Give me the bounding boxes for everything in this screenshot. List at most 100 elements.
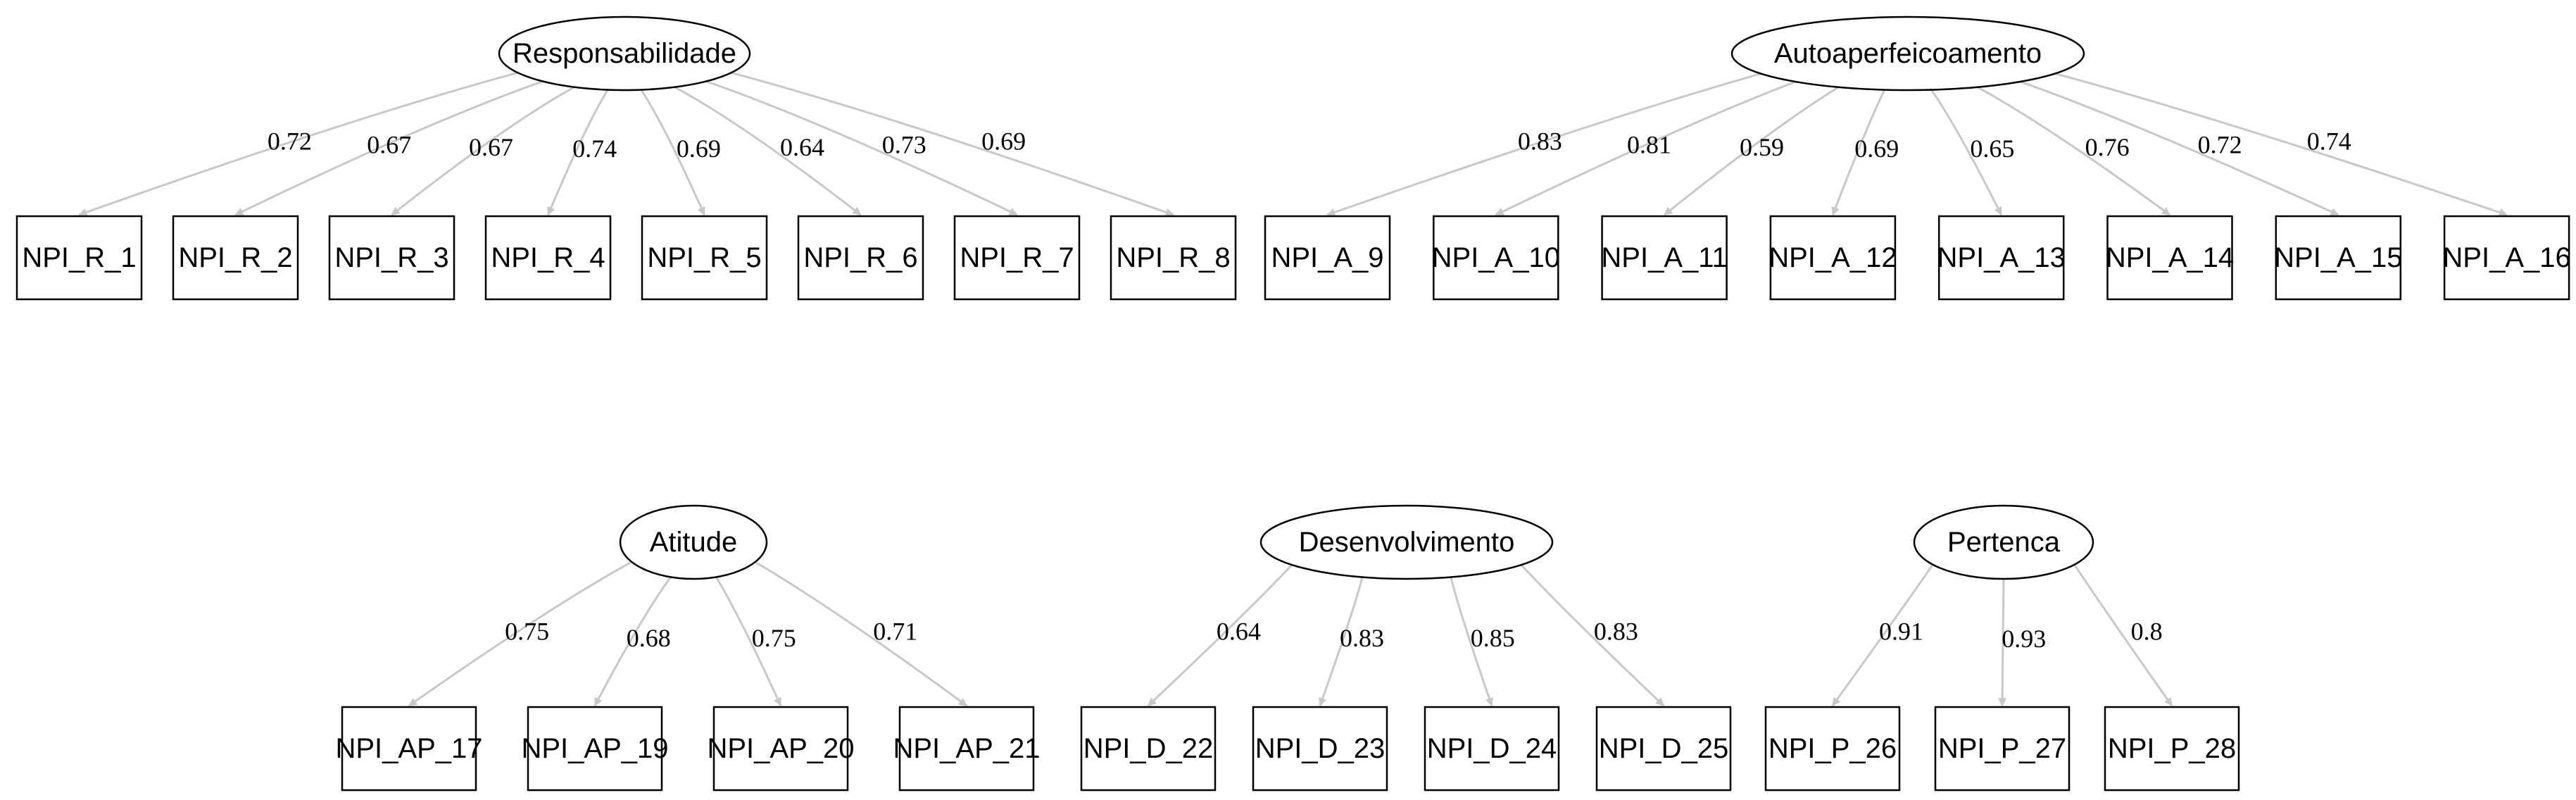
item-box-npi-r-3 xyxy=(328,215,455,301)
latent-label-pertenca: Pertenca xyxy=(1947,527,2061,558)
item-label-npi-d-23: NPI_D_23 xyxy=(1255,733,1386,764)
loading-path-npi-d-25 xyxy=(1514,557,1665,707)
latent-label-autoaperfeicoamento: Autoaperfeicoamento xyxy=(1774,38,2042,69)
latent-factors: Responsabilidade AutoaperfeicoamentoAtitu… xyxy=(498,15,2094,580)
latent-ellipse-autoaperfeicoamento xyxy=(1730,15,2085,92)
loading-path-npi-p-28 xyxy=(2068,557,2173,706)
item-box-npi-r-8 xyxy=(1110,215,1237,301)
loading-label-npi-a-16: 0.74 xyxy=(2307,127,2351,155)
latent-ellipse-responsabilidade xyxy=(498,15,751,92)
item-label-npi-p-27: NPI_P_27 xyxy=(1938,733,2066,764)
item-label-npi-ap-17: NPI_AP_17 xyxy=(335,733,482,764)
loading-label-npi-r-6: 0.64 xyxy=(780,133,824,161)
item-label-npi-r-4: NPI_R_4 xyxy=(491,242,605,273)
loading-label-npi-r-8: 0.69 xyxy=(981,127,1026,155)
loading-path-npi-a-11 xyxy=(1664,85,1842,216)
loading-path-npi-a-10 xyxy=(1495,77,1804,216)
item-box-npi-d-23 xyxy=(1252,706,1388,792)
loading-path-npi-r-6 xyxy=(672,85,862,216)
item-label-npi-r-6: NPI_R_6 xyxy=(803,242,917,273)
item-box-npi-r-6 xyxy=(797,215,924,301)
loading-label-npi-ap-20: 0.75 xyxy=(752,624,796,652)
loading-label-npi-a-10: 0.81 xyxy=(1627,130,1671,158)
loading-label-npi-a-14: 0.76 xyxy=(2085,133,2130,161)
item-box-npi-d-25 xyxy=(1595,706,1732,792)
item-label-npi-r-3: NPI_R_3 xyxy=(334,242,448,273)
loading-label-npi-ap-17: 0.75 xyxy=(505,617,549,645)
item-box-npi-ap-20 xyxy=(712,706,849,792)
loading-label-npi-r-1: 0.72 xyxy=(268,127,312,155)
item-box-npi-r-5 xyxy=(641,215,768,301)
loading-label-npi-p-27: 0.93 xyxy=(2002,625,2046,653)
item-label-npi-a-10: NPI_A_10 xyxy=(1432,242,1560,273)
item-box-npi-ap-19 xyxy=(527,706,663,792)
loading-path-npi-a-12 xyxy=(1831,89,1886,216)
item-label-npi-r-8: NPI_R_8 xyxy=(1116,242,1230,273)
item-box-npi-a-9 xyxy=(1264,215,1391,301)
item-box-npi-d-24 xyxy=(1424,706,1560,792)
latent-label-responsabilidade: Responsabilidade xyxy=(513,38,736,69)
loading-path-npi-a-16 xyxy=(2038,68,2508,217)
loading-path-npi-r-3 xyxy=(391,85,577,216)
loading-label-npi-d-23: 0.83 xyxy=(1340,624,1384,652)
loading-label-npi-a-9: 0.83 xyxy=(1518,127,1562,155)
loading-path-npi-ap-19 xyxy=(593,575,672,707)
loading-label-npi-r-4: 0.74 xyxy=(572,135,617,163)
loading-label-npi-a-15: 0.72 xyxy=(2198,130,2242,158)
item-box-npi-a-11 xyxy=(1601,215,1728,301)
item-label-npi-d-22: NPI_D_22 xyxy=(1083,733,1214,764)
item-label-npi-r-1: NPI_R_1 xyxy=(22,242,136,273)
loading-path-npi-r-1 xyxy=(78,68,532,217)
item-label-npi-r-5: NPI_R_5 xyxy=(647,242,761,273)
item-label-npi-d-24: NPI_D_24 xyxy=(1427,733,1557,764)
item-label-npi-a-15: NPI_A_15 xyxy=(2274,242,2402,273)
loading-label-npi-r-3: 0.67 xyxy=(469,133,513,161)
latent-ellipse-atitude xyxy=(619,504,768,580)
item-label-npi-d-25: NPI_D_25 xyxy=(1599,733,1729,764)
item-box-npi-a-14 xyxy=(2106,215,2233,301)
item-box-npi-a-10 xyxy=(1433,215,1559,301)
latent-label-atitude: Atitude xyxy=(650,527,738,558)
item-box-npi-ap-21 xyxy=(898,706,1035,792)
loading-path-npi-p-26 xyxy=(1831,557,1939,706)
loading-label-npi-r-5: 0.69 xyxy=(677,135,721,163)
item-box-npi-a-13 xyxy=(1937,215,2065,301)
loading-label-npi-d-24: 0.85 xyxy=(1471,624,1515,652)
loading-path-npi-r-8 xyxy=(717,68,1174,217)
item-box-npi-r-4 xyxy=(484,215,612,301)
item-box-npi-ap-17 xyxy=(341,706,477,792)
loading-label-npi-ap-19: 0.68 xyxy=(627,624,671,652)
loading-path-npi-ap-20 xyxy=(715,575,782,707)
item-label-npi-ap-20: NPI_AP_20 xyxy=(707,733,854,764)
loading-paths xyxy=(78,68,2508,707)
loading-label-npi-a-12: 0.69 xyxy=(1854,135,1899,163)
latent-ellipse-desenvolvimento xyxy=(1259,504,1554,580)
item-box-npi-d-22 xyxy=(1080,706,1217,792)
item-label-npi-a-13: NPI_A_13 xyxy=(1937,242,2066,273)
loading-label-npi-d-22: 0.64 xyxy=(1217,617,1261,645)
loading-label-npi-p-26: 0.91 xyxy=(1879,617,1923,645)
loading-label-npi-ap-21: 0.71 xyxy=(873,617,917,645)
item-label-npi-a-16: NPI_A_16 xyxy=(2442,242,2570,273)
item-box-npi-r-2 xyxy=(172,215,299,301)
loading-path-npi-d-24 xyxy=(1450,575,1494,707)
loading-path-npi-a-13 xyxy=(1930,89,2003,216)
loading-path-npi-ap-21 xyxy=(747,556,967,707)
latent-label-desenvolvimento: Desenvolvimento xyxy=(1299,527,1515,558)
item-label-npi-ap-19: NPI_AP_19 xyxy=(521,733,668,764)
item-label-npi-a-14: NPI_A_14 xyxy=(2106,242,2234,273)
item-box-npi-p-28 xyxy=(2104,706,2240,792)
latent-ellipse-pertenca xyxy=(1913,504,2094,580)
loading-label-npi-a-13: 0.65 xyxy=(1970,135,2014,163)
item-box-npi-a-15 xyxy=(2275,215,2402,301)
loading-path-npi-d-23 xyxy=(1318,575,1364,707)
loading-path-npi-d-22 xyxy=(1147,557,1300,707)
loading-path-npi-a-15 xyxy=(2011,77,2339,216)
loading-label-npi-p-28: 0.8 xyxy=(2131,617,2163,645)
loading-path-npi-ap-17 xyxy=(408,556,640,707)
loading-path-npi-r-5 xyxy=(640,89,705,216)
item-box-npi-p-26 xyxy=(1764,706,1901,792)
